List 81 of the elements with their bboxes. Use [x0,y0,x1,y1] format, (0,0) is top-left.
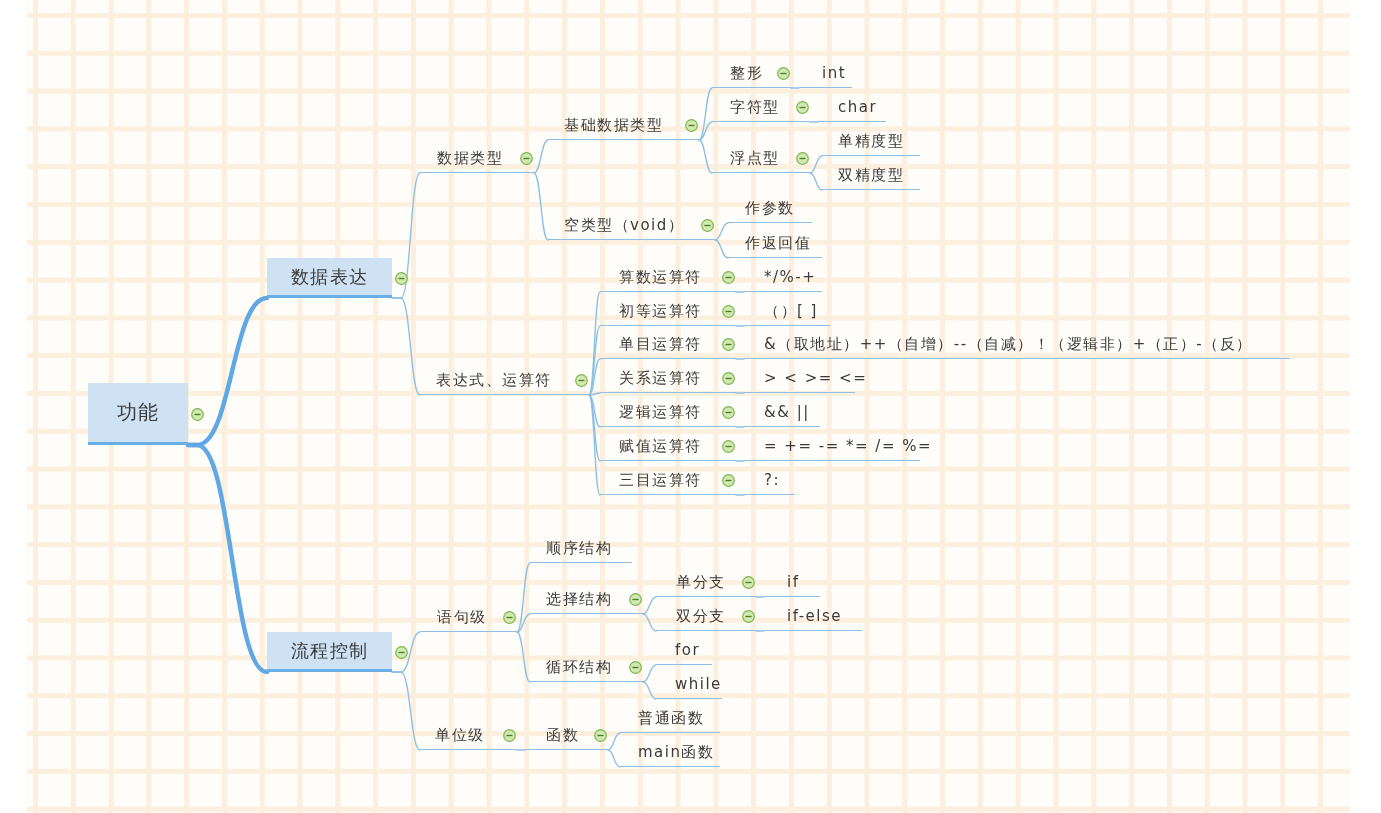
topic-label: char [838,97,878,117]
topic-label: 函数 [546,725,579,745]
topic-label: 基础数据类型 [564,115,663,135]
branch-line [698,87,713,141]
topic-label: 单精度型 [838,131,904,151]
topic-label: 字符型 [730,97,780,117]
topic-label: if-else [787,606,842,626]
branch-line [735,358,745,360]
branch-line [516,613,531,633]
branch-line [588,358,601,396]
topic-label: 关系运算符 [619,368,702,388]
branch-line [809,172,823,191]
topic-label: 作返回值 [745,233,811,253]
branch-line [607,749,621,768]
topic-label: 单目运算符 [619,334,702,354]
branch-line [735,325,745,327]
branch-line [516,631,531,683]
topic-label: 表达式、运算符 [436,370,552,390]
topic-label: && || [764,402,810,422]
topic-box: 流程控制 [267,632,392,672]
topic-label: if [787,572,800,592]
branch-line [391,671,421,751]
topic-label: 作参数 [745,198,795,218]
topic-box: 数据表达 [267,258,392,298]
branch-line [607,732,621,751]
main-branch-line [185,442,270,675]
topic-label: 语句级 [437,607,487,627]
topic-label: = += -= *= /= %= [764,436,933,456]
topic-label: int [822,63,847,83]
branch-line [735,392,745,394]
branch-line [642,596,657,615]
topic-label: 双分支 [676,606,726,626]
branch-line [755,596,765,598]
topic-label: 空类型（void） [564,215,685,235]
topic-label: ?: [764,470,780,490]
topic-label: 浮点型 [730,148,780,168]
topic-label: > < >= <= [764,368,868,388]
branch-line [714,239,729,259]
topic-label: while [675,674,722,694]
branch-line [642,664,657,683]
topic-label: 顺序结构 [546,538,612,558]
branch-line [642,613,657,632]
topic-label: 赋值运算符 [619,436,702,456]
branch-line [735,426,745,428]
topic-label: 双精度型 [838,165,904,185]
topic-label: main函数 [638,742,715,762]
branch-line [588,394,601,428]
topic-label: &（取地址）++（自增）--（自减）！（逻辑非）+（正）-（反） [764,334,1253,354]
branch-line [588,394,601,496]
branch-line [735,291,745,293]
branch-line [516,749,526,751]
central-topic-box: 功能 [88,383,188,445]
topic-label: 单位级 [435,725,485,745]
topic-label: 选择结构 [546,589,612,609]
topic-label: 普通函数 [638,708,704,728]
topic-label: 循环结构 [546,657,612,677]
branch-line [790,87,800,89]
topic-label: */%-+ [764,267,817,287]
topic-label: 整形 [730,63,763,83]
topic-label: 算数运算符 [619,267,702,287]
topic-label: 逻辑运算符 [619,402,702,422]
topic-label: （）[ ] [764,301,818,321]
branch-line [809,121,819,123]
topic-label: 初等运算符 [619,301,702,321]
branch-line [809,155,823,174]
branch-line [516,562,531,633]
branch-line [533,139,549,174]
branch-line [588,392,601,396]
branch-line [533,172,549,241]
branch-line [735,460,745,462]
branch-line [642,681,657,700]
topic-label: 三目运算符 [619,470,702,490]
branch-line [698,139,713,174]
branch-line [698,121,713,141]
topic-label: for [675,640,701,660]
branch-line [714,222,729,241]
branch-line [391,297,421,396]
branch-line [735,494,745,496]
topic-label: 单分支 [676,572,726,592]
topic-label: 数据类型 [437,148,503,168]
branch-line [755,630,765,632]
